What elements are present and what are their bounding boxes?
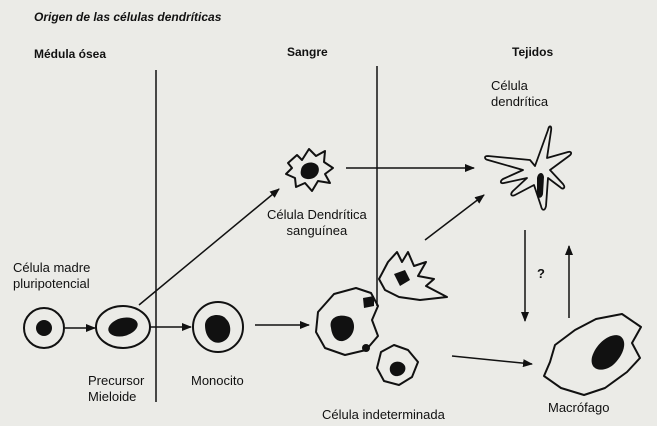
label-stem-cell: Célula madre pluripotencial (13, 260, 90, 292)
label-indeterminate-cell: Célula indeterminada (322, 407, 445, 423)
diagram-title: Origen de las células dendríticas (34, 10, 221, 24)
arrow-indeterminate-to-macrophage (452, 356, 532, 364)
monocyte-cell (193, 302, 243, 352)
blood-dendritic-cell (286, 149, 333, 191)
arrow-precursor-to-blood-dc (139, 189, 279, 305)
label-myeloid-precursor: Precursor Mieloide (88, 373, 144, 405)
label-blood-dc-line1: Célula Dendrítica (267, 207, 367, 223)
indeterminate-cell-cluster (316, 252, 447, 385)
arrow-indeterminate-to-tissue-dc (425, 195, 484, 240)
header-bone-marrow: Médula ósea (34, 47, 106, 61)
myeloid-precursor-cell (96, 306, 150, 348)
label-myeloid-precursor-line1: Precursor (88, 373, 144, 389)
label-stem-cell-line1: Célula madre (13, 260, 90, 276)
label-tissue-dc: Célula dendrítica (491, 78, 548, 110)
question-mark: ? (537, 266, 545, 282)
label-blood-dc-line2: sanguínea (267, 223, 367, 239)
stem-cell (24, 308, 64, 348)
tissue-dendritic-cell (485, 126, 571, 209)
label-tissue-dc-line1: Célula (491, 78, 548, 94)
label-stem-cell-line2: pluripotencial (13, 276, 90, 292)
header-tissues: Tejidos (512, 45, 553, 59)
header-blood: Sangre (287, 45, 328, 59)
macrophage-cell (544, 314, 641, 395)
label-tissue-dc-line2: dendrítica (491, 94, 548, 110)
label-monocyte: Monocito (191, 373, 244, 389)
label-myeloid-precursor-line2: Mieloide (88, 389, 144, 405)
label-blood-dc: Célula Dendrítica sanguínea (267, 207, 367, 239)
label-macrophage: Macrófago (548, 400, 609, 416)
